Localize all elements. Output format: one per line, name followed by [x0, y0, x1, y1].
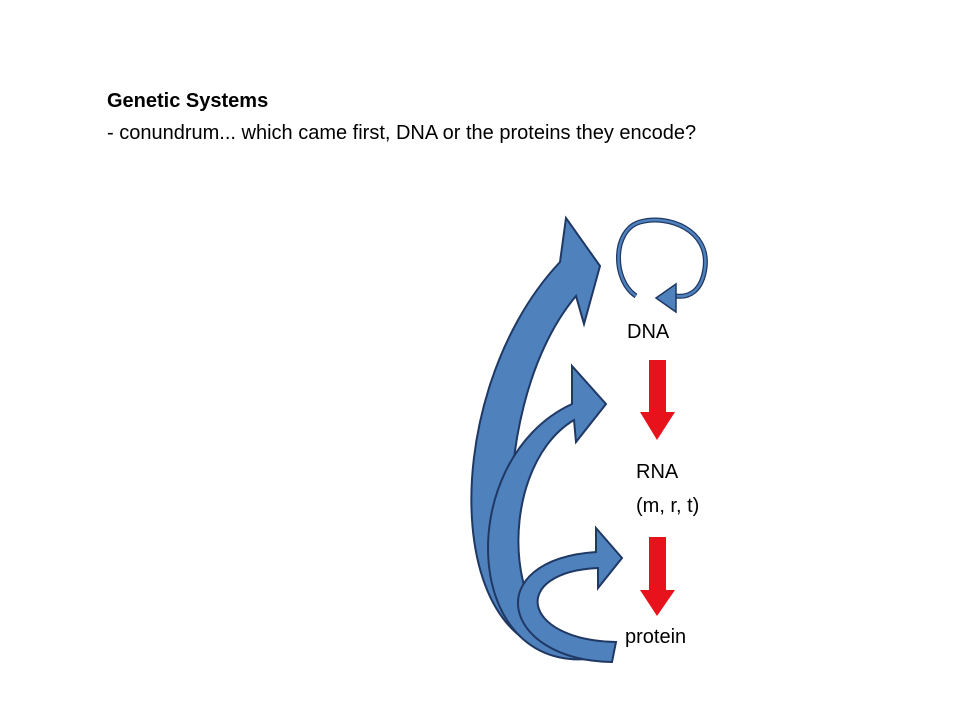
rna-to-protein-arrow [640, 537, 675, 616]
slide-title: Genetic Systems [107, 90, 269, 112]
dna-self-replication-arrow [616, 217, 708, 314]
protein-self-arrow [517, 525, 624, 664]
rna-types-label: (m, r, t) [636, 495, 700, 517]
protein-label: protein [625, 626, 687, 648]
slide-subtitle: - conundrum... which came first, DNA or … [107, 122, 697, 144]
rna-label: RNA [636, 461, 679, 483]
dna-label: DNA [627, 321, 670, 343]
dna-to-rna-arrow [640, 360, 675, 440]
